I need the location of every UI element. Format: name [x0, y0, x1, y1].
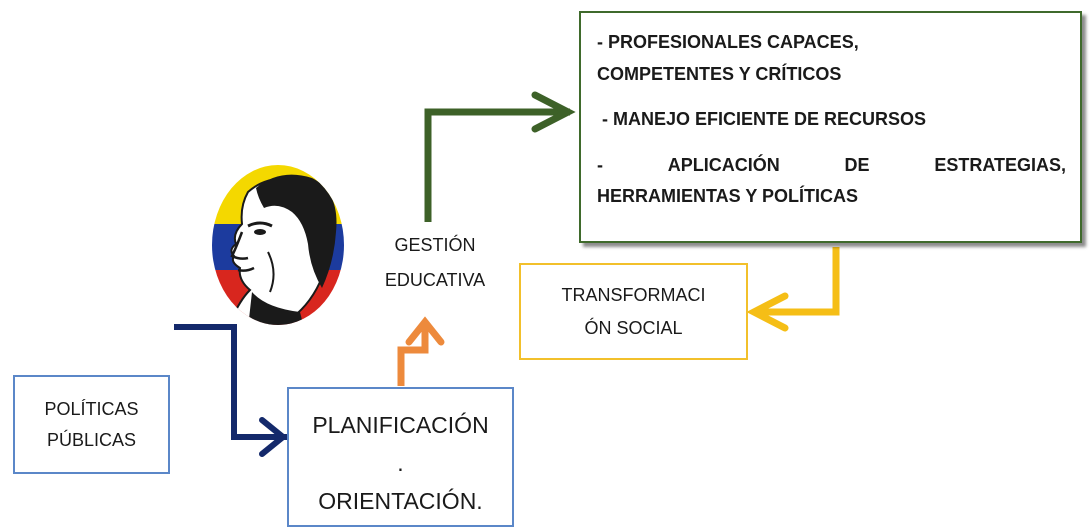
arrow-politicas-to-planificacion — [174, 324, 288, 457]
gestion-line2: EDUCATIVA — [384, 270, 486, 291]
outcome-item3-line1: - APLICACIÓN DE ESTRATEGIAS, — [597, 150, 1066, 182]
outcome-item1-line2: COMPETENTES Y CRÍTICOS — [597, 63, 842, 84]
planificacion-box: PLANIFICACIÓN . ORIENTACIÓN. — [287, 387, 514, 527]
transformacion-social-box: TRANSFORMACI ÓN SOCIAL — [519, 263, 748, 360]
bolivar-portrait-icon — [212, 165, 344, 325]
transformacion-line1: TRANSFORMACI — [561, 285, 706, 306]
politicas-line1: POLÍTICAS — [44, 398, 139, 419]
outcome-item1-line1: - PROFESIONALES CAPACES, — [597, 32, 859, 52]
outcome-item3-line2: HERRAMIENTAS Y POLÍTICAS — [597, 186, 859, 206]
arrow-planificacion-to-gestion — [397, 316, 445, 386]
planificacion-line3: ORIENTACIÓN. — [318, 487, 483, 514]
outcome-item3-word: DE — [844, 154, 870, 175]
outcomes-box: - PROFESIONALES CAPACES, COMPETENTES Y C… — [579, 11, 1082, 243]
politicas-publicas-box: POLÍTICAS PÚBLICAS — [13, 375, 170, 474]
outcome-item3-word: - — [597, 154, 603, 175]
gestion-line1: GESTIÓN — [394, 235, 476, 255]
outcome-item-estrategias: - APLICACIÓN DE ESTRATEGIAS, HERRAMIENTA… — [597, 150, 1066, 213]
arrow-gestion-to-outcomes — [424, 91, 576, 222]
outcome-item3-word: APLICACIÓN — [667, 154, 780, 175]
outcome-item-recursos: - MANEJO EFICIENTE DE RECURSOS — [597, 104, 1066, 136]
transformacion-line2: ÓN SOCIAL — [584, 317, 683, 338]
arrow-outcomes-to-transformacion — [746, 247, 840, 332]
gestion-educativa-label: GESTIÓN EDUCATIVA — [365, 228, 505, 298]
planificacion-line1: PLANIFICACIÓN — [312, 412, 489, 438]
planificacion-line2: . — [397, 449, 404, 476]
outcome-item3-word: ESTRATEGIAS, — [934, 154, 1066, 175]
politicas-line2: PÚBLICAS — [46, 429, 137, 450]
outcome-item-profesionales: - PROFESIONALES CAPACES, COMPETENTES Y C… — [597, 27, 1066, 90]
outcome-item2-text: - MANEJO EFICIENTE DE RECURSOS — [597, 109, 927, 129]
